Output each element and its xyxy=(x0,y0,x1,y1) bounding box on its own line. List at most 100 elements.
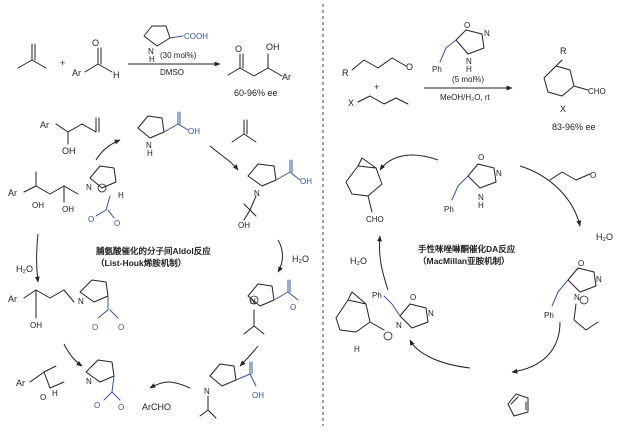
svg-text:O: O xyxy=(114,219,120,228)
enal-reagent: R O xyxy=(342,57,413,78)
svg-text:O: O xyxy=(410,293,416,302)
svg-text:Ar: Ar xyxy=(8,188,17,198)
svg-text:N: N xyxy=(484,29,490,38)
svg-text:OH: OH xyxy=(62,146,76,156)
svg-text:OH: OH xyxy=(300,177,312,186)
svg-text:O: O xyxy=(406,62,413,72)
right-cycle-arrows xyxy=(377,154,582,374)
svg-text:COOH: COOH xyxy=(184,32,208,41)
da-solvent-label: MeOH/H₂O, rt xyxy=(440,93,491,102)
acetone-cycle xyxy=(231,119,257,143)
archo-label: ArCHO xyxy=(142,402,171,412)
svg-text:O: O xyxy=(290,303,296,312)
svg-text:O: O xyxy=(92,38,99,48)
aldol-product: O OH Ar xyxy=(227,42,291,82)
svg-text:O: O xyxy=(118,403,124,412)
right-cycle-title: 手性咪唑啉酮催化DA反应 xyxy=(418,244,516,254)
svg-text:O: O xyxy=(40,393,46,402)
cycle-h2o-out: H₂O xyxy=(596,232,613,242)
svg-text:Ar: Ar xyxy=(40,120,49,130)
diene-reagent: X xyxy=(348,95,409,108)
svg-text:N: N xyxy=(496,169,502,178)
cyclopentadiene xyxy=(507,393,529,417)
iminium-ion-right: O N N Ph xyxy=(544,259,602,331)
iminium-product-left: Ar OH N O O xyxy=(8,279,124,332)
right-cycle-subtitle: （MacMillan亚胺机制） xyxy=(418,256,510,266)
svg-text:H: H xyxy=(354,345,360,354)
svg-text:Ph: Ph xyxy=(544,311,554,320)
svg-text:Ar: Ar xyxy=(72,68,81,78)
svg-text:N: N xyxy=(146,141,152,150)
svg-text:N: N xyxy=(254,189,260,198)
svg-text:O: O xyxy=(92,323,98,332)
svg-text:H: H xyxy=(118,191,124,200)
catalyst-loading-label: (30 mol%) xyxy=(160,51,197,60)
svg-text:O: O xyxy=(235,44,242,54)
svg-text:Ar: Ar xyxy=(8,294,17,304)
svg-text:N: N xyxy=(78,297,84,306)
svg-text:OH: OH xyxy=(188,127,200,136)
svg-text:O: O xyxy=(590,171,596,180)
catalyst-cycle-top: O N N H Ph xyxy=(444,153,502,214)
svg-text:O: O xyxy=(118,323,124,332)
left-h2o-label: H₂O xyxy=(16,264,33,274)
svg-text:N: N xyxy=(574,293,580,302)
svg-text:Ph: Ph xyxy=(432,65,442,74)
carbinolamine-intermediate: N OH OH xyxy=(238,159,312,230)
da-product: R CHO X xyxy=(543,46,606,114)
svg-text:OH: OH xyxy=(266,42,280,52)
svg-text:N: N xyxy=(428,309,434,318)
plus-sign-right: + xyxy=(374,82,379,92)
svg-text:X: X xyxy=(348,98,354,108)
svg-text:H: H xyxy=(147,149,153,158)
iminium-cycloadduct: H O N N Ph xyxy=(335,291,434,354)
left-cycle-subtitle: （List-Houk烯胺机制） xyxy=(96,258,186,268)
svg-text:H: H xyxy=(113,70,120,80)
svg-text:Ph: Ph xyxy=(444,205,454,214)
aldol-ee-label: 60-96% ee xyxy=(234,88,278,98)
svg-text:O: O xyxy=(478,153,484,162)
proline-catalyst: COOH N H xyxy=(143,25,208,64)
svg-text:N: N xyxy=(396,321,402,330)
svg-text:N: N xyxy=(86,377,92,386)
svg-text:O: O xyxy=(578,259,584,268)
svg-text:N: N xyxy=(466,57,472,66)
svg-text:O: O xyxy=(464,21,470,30)
svg-text:O: O xyxy=(94,401,100,410)
da-loading-label: (5 mol%) xyxy=(452,75,484,84)
transition-state: Ar O H N O O xyxy=(16,359,124,412)
svg-text:OH: OH xyxy=(32,201,44,210)
cycle-h2o-in: H₂O xyxy=(350,256,367,266)
right-h2o-label: H₂O xyxy=(292,254,309,264)
imidazolidinone-catalyst: O Ph N N H xyxy=(432,21,490,74)
svg-text:OH: OH xyxy=(252,391,264,400)
iminium-alkoxide-left: Ar OH OH N O O H xyxy=(8,165,124,228)
svg-text:CHO: CHO xyxy=(588,87,606,96)
svg-text:R: R xyxy=(342,68,349,78)
svg-text:X: X xyxy=(560,104,566,114)
enamine-intermediate: N OH xyxy=(199,361,264,419)
da-ee-label: 83-96% ee xyxy=(552,122,596,132)
svg-text:N: N xyxy=(86,183,92,192)
svg-text:CHO: CHO xyxy=(366,215,384,224)
left-cycle-title: 脯氨酸催化的分子间Aldol反应 xyxy=(95,246,211,256)
svg-text:H: H xyxy=(149,55,155,64)
svg-text:O: O xyxy=(88,215,94,224)
svg-text:N: N xyxy=(250,297,256,306)
svg-text:OH: OH xyxy=(238,221,250,230)
svg-text:H: H xyxy=(52,389,58,398)
solvent-label: DMSO xyxy=(160,68,184,77)
iminium-right: N O xyxy=(243,279,299,335)
svg-text:N: N xyxy=(596,275,602,284)
svg-text:R: R xyxy=(560,46,567,56)
svg-text:H: H xyxy=(466,65,472,74)
svg-text:H: H xyxy=(478,201,484,210)
aldol-product-cycle: Ar OH xyxy=(40,117,100,156)
left-cycle-arrows xyxy=(34,139,283,389)
acetone-reagent xyxy=(17,43,47,69)
svg-text:OH: OH xyxy=(62,205,74,214)
aldehyde-reagent: Ar O H xyxy=(72,38,120,80)
norbornene-product: CHO xyxy=(345,157,384,224)
